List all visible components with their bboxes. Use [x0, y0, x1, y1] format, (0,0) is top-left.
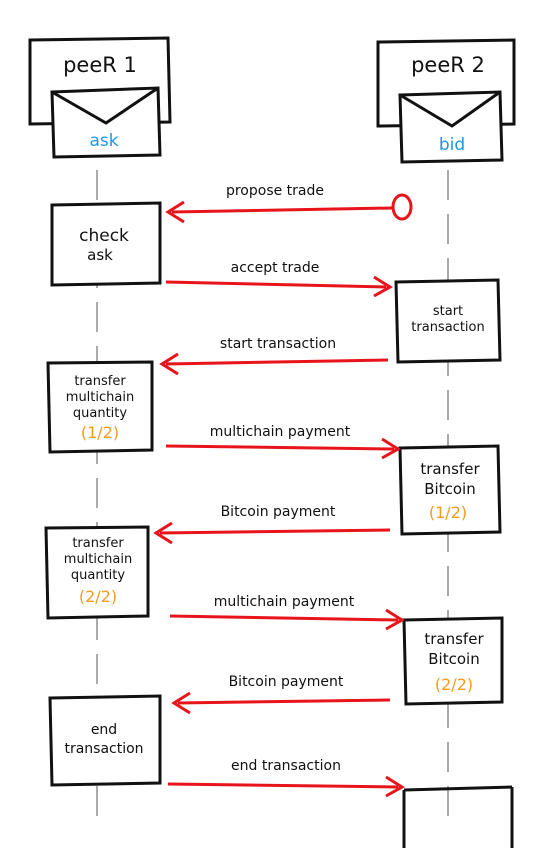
box-line: transaction: [411, 320, 484, 335]
message-label: multichain payment: [210, 424, 351, 440]
box-line: transfer: [420, 460, 480, 478]
box-line: quantity: [71, 568, 126, 583]
peer2-tag: bid: [439, 135, 465, 155]
right-box-partial: [402, 785, 514, 848]
box-line: transfer: [74, 374, 126, 389]
fraction-label: (1/2): [81, 423, 119, 442]
peer2-name: peeR 2: [411, 53, 485, 77]
envelope-icon: [50, 86, 162, 159]
peer1-header: peeR 1 ask: [28, 36, 172, 159]
box-line: multichain: [66, 390, 134, 405]
left-box-end-transaction: end transaction: [48, 694, 162, 787]
left-box-transfer-1: transfer multichain quantity (1/2): [46, 360, 154, 454]
box-line: Bitcoin: [428, 650, 479, 668]
message-label: Bitcoin payment: [221, 504, 336, 520]
box-line: ask: [87, 246, 113, 264]
left-box-check-ask: check ask: [50, 201, 162, 287]
message-label: end transaction: [231, 758, 341, 774]
box-line: start: [433, 304, 463, 319]
box-line: transfer: [424, 630, 484, 648]
message-origin-marker: [391, 193, 413, 221]
fraction-label: (1/2): [429, 503, 467, 522]
message-propose-trade: propose trade: [165, 183, 413, 224]
box-line: transaction: [64, 741, 143, 757]
right-box-transfer-bitcoin-1: transfer Bitcoin (1/2): [398, 444, 502, 536]
peer1-tag: ask: [89, 131, 118, 151]
box-line: end: [91, 722, 117, 738]
fraction-label: (2/2): [79, 587, 117, 606]
message-bitcoin-payment-2: Bitcoin payment: [171, 674, 391, 715]
box-line: multichain: [64, 552, 132, 567]
message-label: start transaction: [220, 336, 336, 352]
message-start-transaction: start transaction: [159, 336, 389, 376]
box-line: transfer: [72, 536, 124, 551]
box-line: quantity: [73, 406, 128, 421]
message-label: propose trade: [226, 183, 324, 199]
right-box-transfer-bitcoin-2: transfer Bitcoin (2/2): [402, 616, 504, 706]
right-box-start-transaction: start transaction: [394, 278, 502, 364]
message-multichain-payment-2: multichain payment: [169, 594, 405, 631]
fraction-label: (2/2): [435, 675, 473, 694]
message-end-transaction: end transaction: [167, 758, 405, 798]
left-box-transfer-2: transfer multichain quantity (2/2): [44, 525, 150, 620]
box-line: Bitcoin: [424, 480, 475, 498]
message-label: Bitcoin payment: [229, 674, 344, 690]
message-multichain-payment-1: multichain payment: [165, 424, 401, 460]
message-bitcoin-payment-1: Bitcoin payment: [153, 504, 391, 545]
message-label: accept trade: [231, 260, 320, 276]
message-label: multichain payment: [214, 594, 355, 610]
peer1-name: peeR 1: [63, 53, 137, 77]
message-accept-trade: accept trade: [165, 260, 393, 298]
box-line: check: [79, 226, 129, 246]
peer2-header: peeR 2 bid: [376, 38, 516, 164]
envelope-icon: [398, 90, 504, 164]
